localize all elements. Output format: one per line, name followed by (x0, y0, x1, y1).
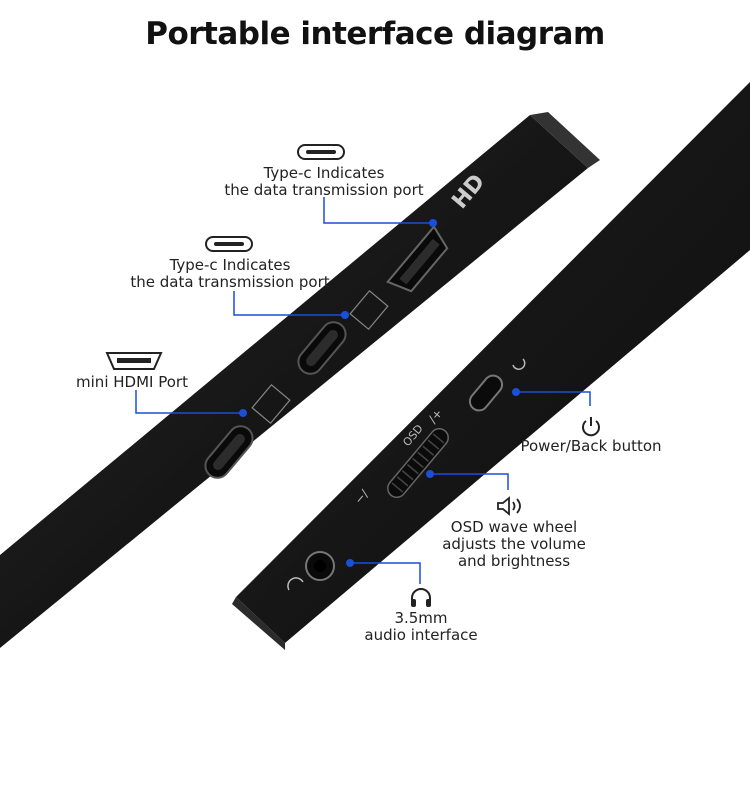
callout-power: Power/Back button (510, 438, 672, 455)
callout-text: mini HDMI Port (76, 373, 188, 391)
callout-dots (239, 219, 520, 567)
mini-hdmi-port (204, 425, 254, 479)
hdmi-port (386, 225, 449, 293)
mini-hdmi-port-icon (105, 352, 163, 370)
callout-lines (135, 197, 591, 584)
osd-wheel (387, 427, 449, 499)
callout-text: Type-c Indicates (263, 164, 385, 182)
page-title: Portable interface diagram (145, 16, 605, 52)
callout-text: Power/Back button (520, 437, 662, 455)
usb-c-port-icon (297, 144, 345, 160)
callout-text: 3.5mm (394, 609, 448, 627)
headphones-icon (411, 588, 431, 607)
callout-text: the data transmission port (224, 181, 424, 199)
callout-text: Type-c Indicates (169, 256, 291, 274)
port-markings (251, 289, 389, 425)
callout-text: audio interface (364, 626, 478, 644)
device-body-lower (232, 82, 750, 650)
callout-text: OSD wave wheel (450, 518, 578, 536)
usb-c-port-1 (297, 321, 347, 375)
device-headphone-marking (287, 577, 304, 591)
callout-text: the data transmission port (130, 273, 330, 291)
callout-typec-2: Type-c Indicates the data transmission p… (120, 257, 340, 291)
callout-audio: 3.5mm audio interface (356, 610, 486, 644)
callout-text: and brightness (457, 552, 571, 570)
callout-mini-hdmi: mini HDMI Port (62, 374, 202, 391)
brightness-marking: /+ (426, 406, 446, 426)
power-button (468, 374, 504, 412)
usb-c-port-icon (205, 236, 253, 252)
device-power-marking (512, 358, 526, 370)
speaker-icon (497, 496, 521, 516)
audio-jack (305, 551, 335, 581)
callout-text: adjusts the volume (442, 535, 586, 553)
power-icon (582, 417, 600, 437)
callout-typec-1: Type-c Indicates the data transmission p… (214, 165, 434, 199)
callout-osd: OSD wave wheel adjusts the volume and br… (430, 519, 598, 570)
